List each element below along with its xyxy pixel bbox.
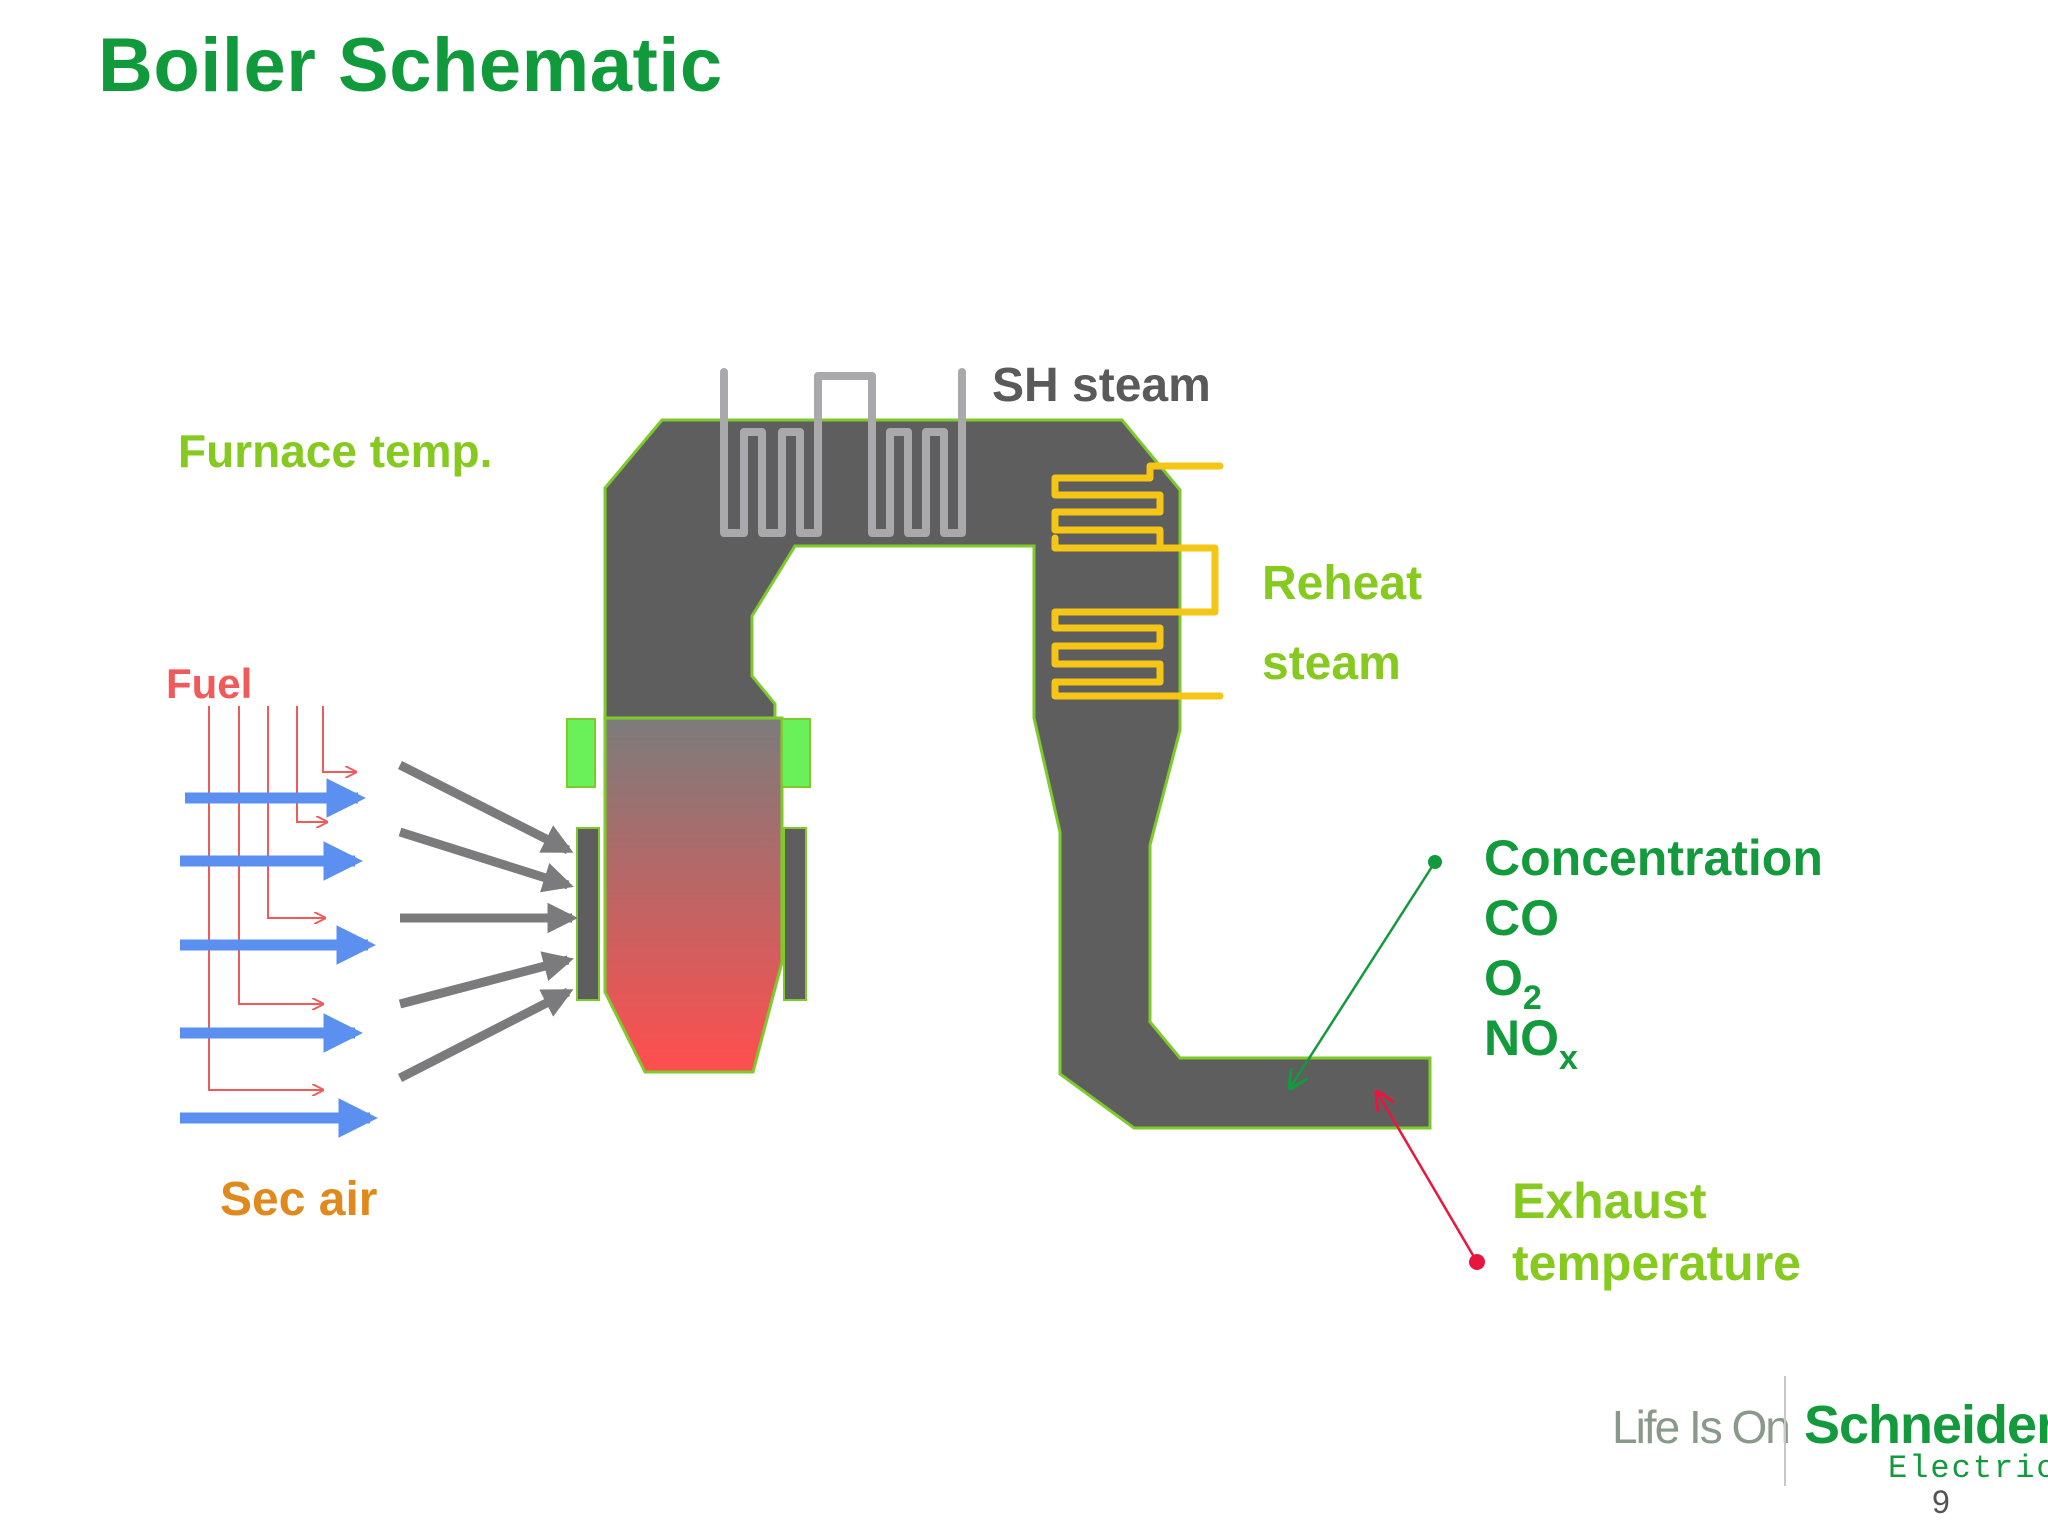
fuel-lines bbox=[208, 706, 356, 1090]
furnace-flame bbox=[603, 716, 784, 1074]
nox-base: NO bbox=[1484, 1010, 1559, 1066]
nox-label: NOx bbox=[1484, 1008, 1823, 1075]
life-is-on-tagline: Life Is On bbox=[1612, 1401, 1791, 1453]
burner-panel-right bbox=[783, 827, 807, 1001]
footer-divider bbox=[1784, 1376, 1786, 1486]
fuel-label: Fuel bbox=[166, 660, 253, 707]
exhaust-label-line1: Exhaust bbox=[1512, 1173, 1707, 1229]
boiler-body bbox=[603, 418, 1432, 1130]
concentration-label: Concentration bbox=[1484, 830, 1823, 886]
burner-panel-left-upper bbox=[566, 718, 596, 788]
burner-arrows bbox=[397, 760, 579, 1083]
nox-subscript: x bbox=[1559, 1039, 1578, 1077]
o2-label: O2 bbox=[1484, 948, 1823, 1015]
burner-panel-left bbox=[576, 827, 600, 1001]
furnace-temp-label: Furnace temp. bbox=[178, 425, 493, 477]
reheat-steam-label: Reheat steam bbox=[1262, 544, 1422, 704]
slide-title: Boiler Schematic bbox=[98, 23, 723, 108]
page-number: 9 bbox=[1932, 1484, 1950, 1520]
electric-logo-text: Electric bbox=[1888, 1450, 2048, 1487]
superheater-coils bbox=[720, 368, 966, 537]
sec-air-label: Sec air bbox=[220, 1173, 378, 1226]
reheat-label-line1: Reheat bbox=[1262, 557, 1423, 610]
concentration-sensor-pointer bbox=[1290, 855, 1442, 1088]
o2-subscript: 2 bbox=[1522, 979, 1542, 1017]
sh-steam-label: SH steam bbox=[992, 359, 1211, 412]
reheater-coils bbox=[1051, 462, 1224, 700]
exhaust-label-line2: temperature bbox=[1512, 1235, 1801, 1291]
o2-base: O bbox=[1484, 950, 1523, 1006]
concentration-label-group: Concentration CO O2 NOx bbox=[1484, 828, 1823, 1075]
exhaust-temp-label: Exhaust temperature bbox=[1512, 1170, 1801, 1294]
reheat-label-line2: steam bbox=[1262, 637, 1401, 690]
burner-panel-right-upper bbox=[781, 718, 811, 788]
secondary-air-arrows bbox=[180, 778, 378, 1138]
co-label: CO bbox=[1484, 890, 1559, 946]
schneider-logo-text: Schneider bbox=[1804, 1395, 2048, 1455]
exhaust-temp-sensor-pointer bbox=[1377, 1092, 1485, 1270]
